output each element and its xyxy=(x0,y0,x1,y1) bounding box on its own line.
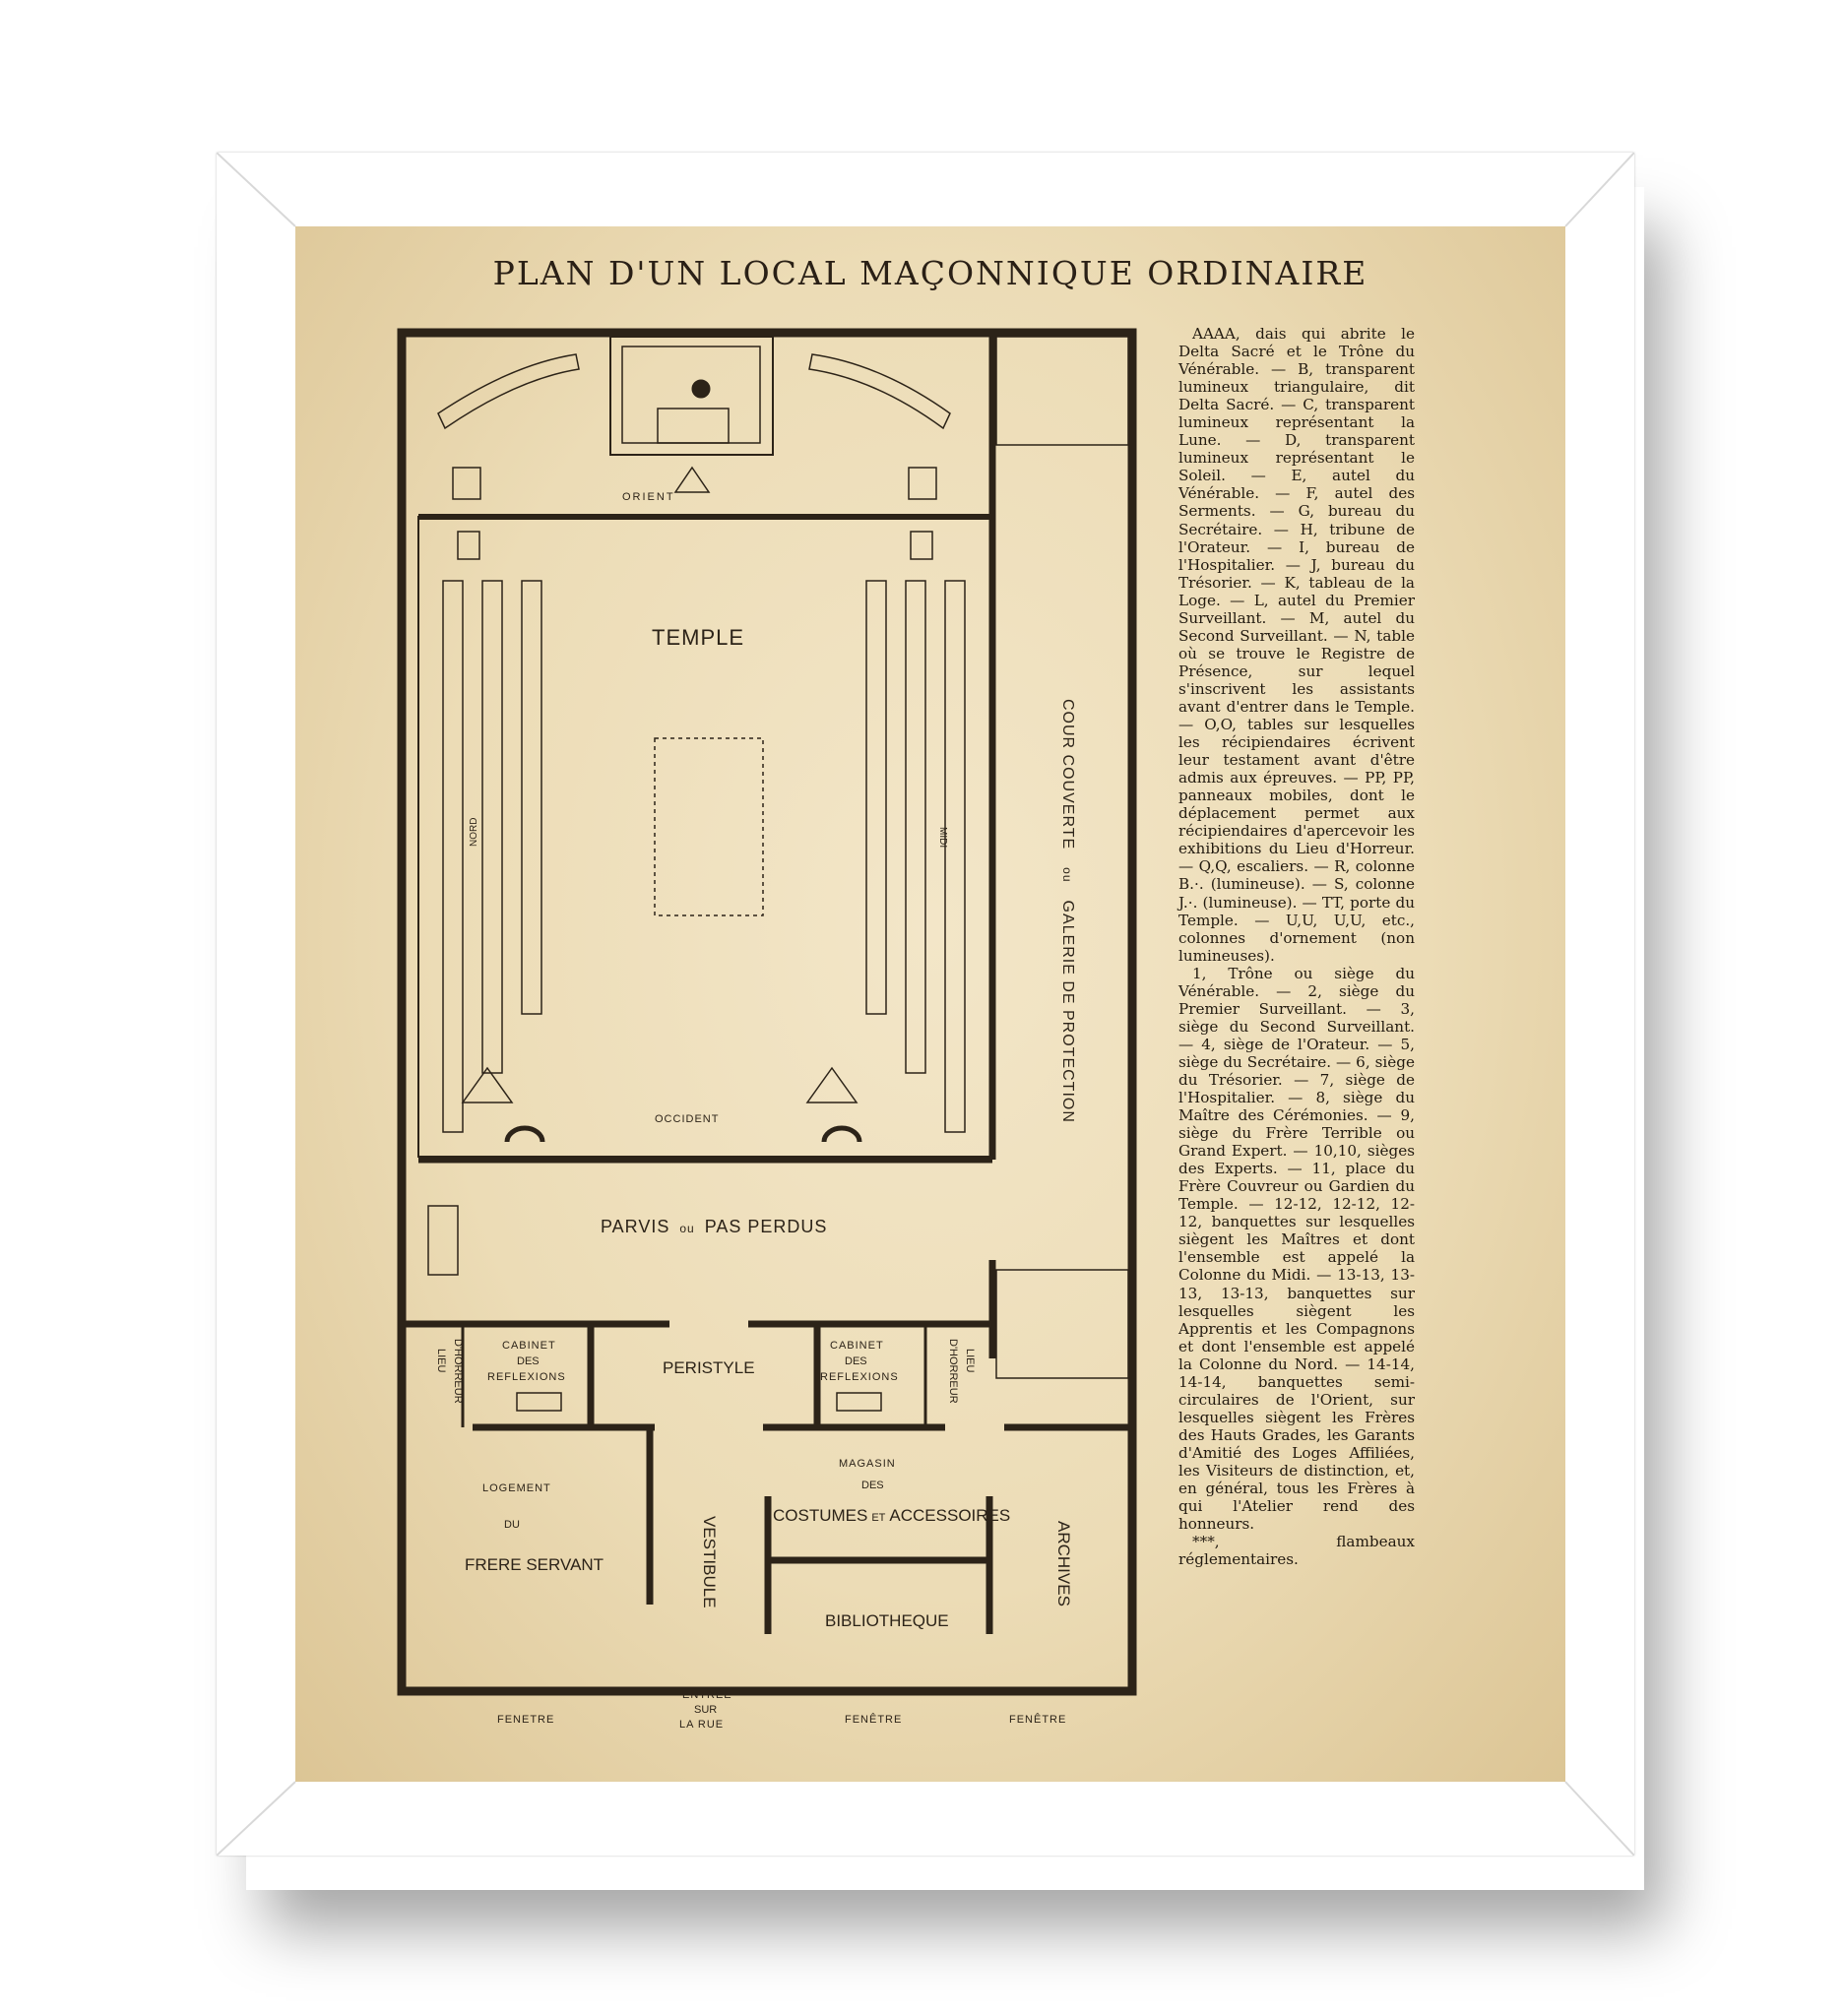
column-r xyxy=(504,1125,545,1143)
label-lieu-droite: LIEU xyxy=(964,1349,976,1373)
label-frere-servant: FRERE SERVANT xyxy=(465,1555,604,1574)
frame-bevel xyxy=(217,153,1634,1856)
altar-f xyxy=(673,466,711,493)
label-lieu-gauche: LIEU xyxy=(435,1349,447,1373)
label-magasin: MAGASIN xyxy=(839,1458,896,1470)
label-reflexions-gauche: REFLEXIONS xyxy=(487,1371,566,1383)
column-s xyxy=(821,1125,862,1143)
label-des-droite: DES xyxy=(845,1355,867,1367)
label-bibliotheque: BIBLIOTHEQUE xyxy=(825,1611,949,1630)
label-vestibule: VESTIBULE xyxy=(700,1516,719,1608)
banquette-14-right xyxy=(808,353,951,430)
label-archives: ARCHIVES xyxy=(1054,1521,1073,1606)
label-sur: SUR xyxy=(694,1704,717,1716)
altar-l xyxy=(805,1066,858,1103)
banquette-13-c xyxy=(521,580,542,1015)
label-du: DU xyxy=(504,1519,520,1531)
banquette-13-a xyxy=(442,580,464,1133)
page-title: PLAN D'UN LOCAL MAÇONNIQUE ORDINAIRE xyxy=(492,254,1368,292)
label-fenetre-1: FENETRE xyxy=(497,1714,554,1726)
legend-paragraph: AAAA, dais qui abrite le Delta Sacré et … xyxy=(1178,325,1415,965)
legend-paragraph: 1, Trône ou siège du Vénérable. — 2, siè… xyxy=(1178,964,1415,1534)
label-fenetre-3: FENÊTRE xyxy=(1009,1713,1066,1726)
table-n xyxy=(427,1205,459,1276)
label-orient: ORIENT xyxy=(622,491,675,503)
label-reflexions-droite: REFLEXIONS xyxy=(820,1371,899,1383)
label-la-rue: LA RUE xyxy=(679,1719,724,1731)
staircase-top xyxy=(995,336,1129,446)
label-cabinet-droite: CABINET xyxy=(830,1340,884,1352)
label-horreur-droite: D'HORREUR xyxy=(947,1339,959,1404)
label-cour-couverte: COUR COUVERTEouGALERIE DE PROTECTION xyxy=(1059,699,1076,1123)
banquette-14-left xyxy=(437,353,580,430)
paper-sheet xyxy=(295,226,1565,1782)
legend-text: AAAA, dais qui abrite le Delta Sacré et … xyxy=(1178,325,1415,1568)
label-horreur-gauche: D'HORREUR xyxy=(452,1339,464,1404)
banquette-12-c xyxy=(944,580,966,1133)
banquette-12-b xyxy=(905,580,926,1074)
label-cabinet-gauche: CABINET xyxy=(502,1340,556,1352)
label-fenetre-2: FENÊTRE xyxy=(845,1713,902,1726)
label-des-gauche: DES xyxy=(517,1355,540,1367)
label-magasin-des: DES xyxy=(861,1480,884,1491)
outer-wall xyxy=(397,328,1137,1696)
banquette-13-b xyxy=(481,580,503,1074)
legend-paragraph: ***, flambeaux réglementaires. xyxy=(1178,1533,1415,1569)
floor-plan: ORIENT TEMPLE NORD MIDI OCCIDENT COUR CO… xyxy=(397,328,1137,1731)
staircase-bottom xyxy=(995,1269,1129,1379)
label-peristyle: PERISTYLE xyxy=(663,1358,755,1377)
label-nord: NORD xyxy=(469,818,479,847)
dais xyxy=(609,336,774,456)
label-midi: MIDI xyxy=(937,827,948,848)
label-occident: OCCIDENT xyxy=(655,1113,719,1125)
tableau-k xyxy=(654,737,764,916)
banquette-12-a xyxy=(865,580,887,1015)
altar-m xyxy=(461,1066,514,1103)
label-logement: LOGEMENT xyxy=(482,1482,551,1494)
label-temple: TEMPLE xyxy=(652,625,744,650)
label-entree: ENTRÉE xyxy=(682,1688,732,1701)
